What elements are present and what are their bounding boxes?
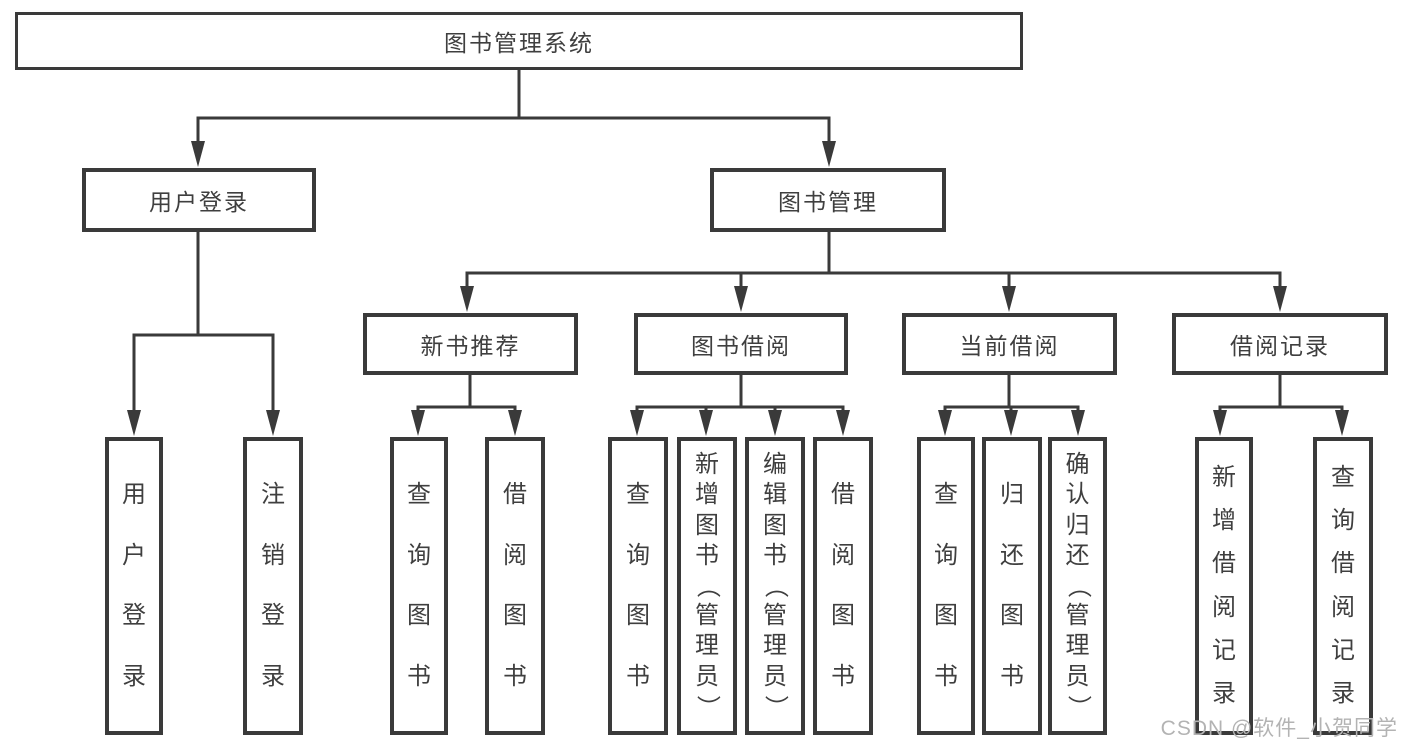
leaf-borrow-books-recommend: 借阅图书 — [485, 437, 545, 735]
leaf-query-books-recommend: 查询图书 — [390, 437, 448, 735]
node-user-login-label: 用户登录 — [149, 189, 249, 215]
node-new-book-recommend-label: 新书推荐 — [420, 333, 521, 359]
node-book-borrowing: 图书借阅 — [634, 313, 848, 375]
leaf-logout-label: 注销登录 — [261, 481, 285, 690]
leaf-user-login-label: 用户登录 — [122, 481, 146, 690]
node-current-borrowing-label: 当前借阅 — [959, 333, 1060, 359]
leaf-query-borrow-record: 查询借阅记录 — [1313, 437, 1373, 735]
node-user-login: 用户登录 — [82, 168, 316, 232]
leaf-edit-book-admin-label: 编辑图书（管理员） — [762, 451, 789, 719]
leaf-return-book: 归还图书 — [982, 437, 1042, 735]
leaf-query-borrow-record-label: 查询借阅记录 — [1331, 464, 1355, 707]
node-library-system-label: 图书管理系统 — [444, 30, 594, 56]
leaf-add-book-admin-label: 新增图书（管理员） — [694, 451, 721, 719]
leaf-add-book-admin: 新增图书（管理员） — [677, 437, 737, 735]
leaf-query-books-borrowing-label: 查询图书 — [626, 481, 650, 690]
leaf-add-borrow-record: 新增借阅记录 — [1195, 437, 1253, 735]
watermark: CSDN @软件_小贺同学 — [1160, 717, 1398, 740]
leaf-query-books-current: 查询图书 — [917, 437, 975, 735]
node-book-management: 图书管理 — [710, 168, 946, 232]
node-book-management-label: 图书管理 — [778, 189, 878, 215]
leaf-logout: 注销登录 — [243, 437, 303, 735]
node-borrowing-records: 借阅记录 — [1172, 313, 1388, 375]
leaf-confirm-return-admin-label: 确认归还（管理员） — [1064, 451, 1092, 719]
leaf-return-book-label: 归还图书 — [1000, 481, 1024, 690]
leaf-borrow-books-borrowing-label: 借阅图书 — [831, 481, 855, 690]
leaf-query-books-borrowing: 查询图书 — [608, 437, 668, 735]
leaf-borrow-books-borrowing: 借阅图书 — [813, 437, 873, 735]
leaf-user-login: 用户登录 — [105, 437, 163, 735]
node-library-system: 图书管理系统 — [15, 12, 1023, 70]
leaf-borrow-books-recommend-label: 借阅图书 — [503, 481, 527, 690]
leaf-add-borrow-record-label: 新增借阅记录 — [1212, 464, 1236, 707]
node-current-borrowing: 当前借阅 — [902, 313, 1117, 375]
leaf-confirm-return-admin: 确认归还（管理员） — [1048, 437, 1107, 735]
leaf-query-books-recommend-label: 查询图书 — [407, 481, 431, 690]
node-borrowing-records-label: 借阅记录 — [1230, 333, 1330, 359]
node-book-borrowing-label: 图书借阅 — [691, 333, 791, 359]
leaf-edit-book-admin: 编辑图书（管理员） — [745, 437, 805, 735]
node-new-book-recommend: 新书推荐 — [363, 313, 578, 375]
leaf-query-books-current-label: 查询图书 — [934, 481, 958, 690]
